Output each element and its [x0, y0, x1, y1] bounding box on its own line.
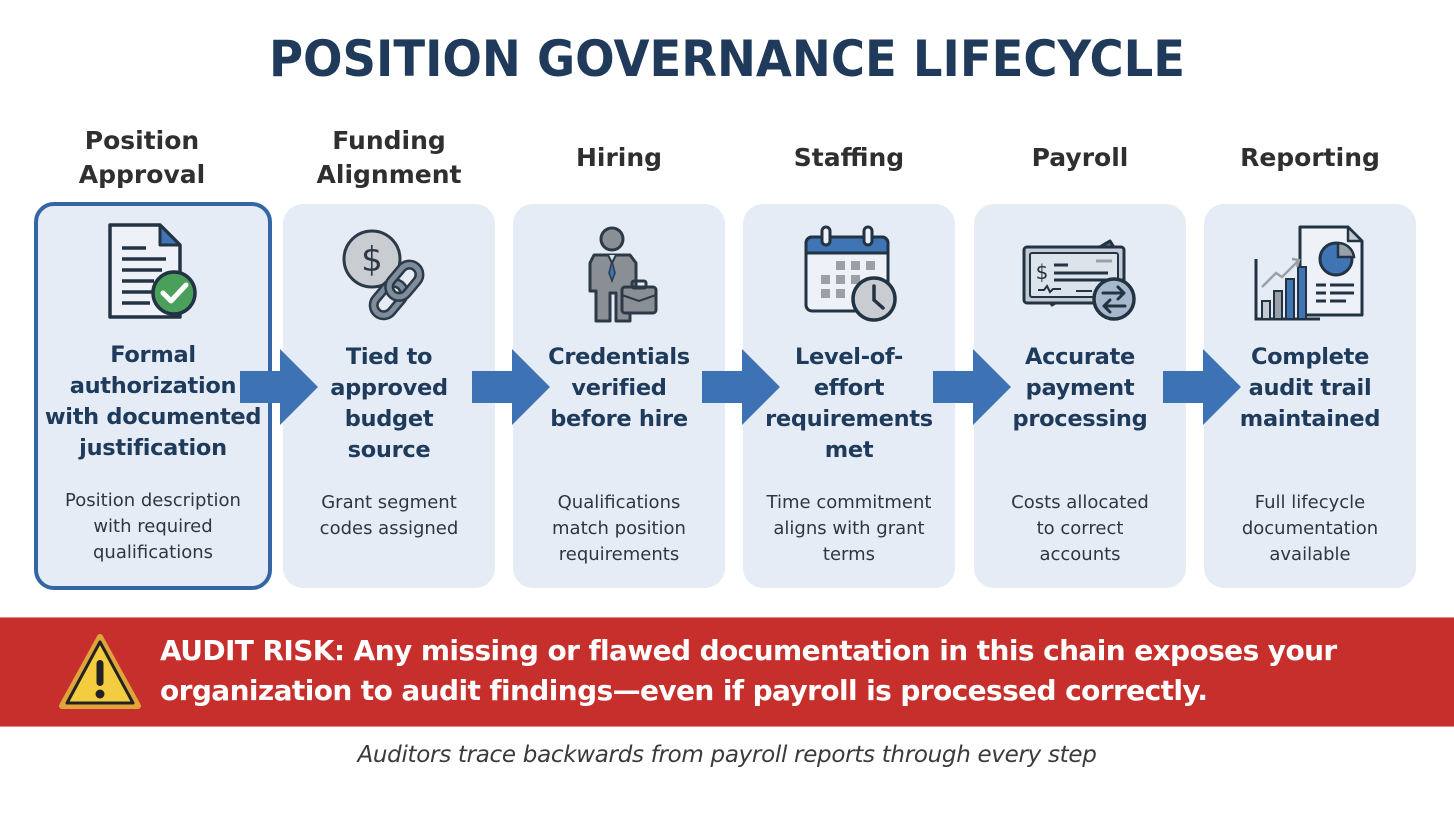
audit-risk-text: AUDIT RISK: Any missing or flawed docume…: [160, 634, 1337, 707]
step-label-funding-alignment: Funding Alignment: [316, 126, 462, 189]
step-headline: Accurate payment processing: [1012, 344, 1148, 432]
audit-risk-banner: AUDIT RISK: Any missing or flawed docume…: [0, 617, 1454, 727]
footnote: Auditors trace backwards from payroll re…: [357, 742, 1097, 768]
flow-arrow-icon: [1163, 349, 1241, 425]
flow-arrow-icon: [933, 349, 1011, 425]
flow-arrow-icon: [472, 349, 550, 425]
step-headline: Formal authorization with documented jus…: [44, 342, 262, 461]
step-detail: Costs allocated to correct accounts: [1011, 492, 1149, 565]
warning-triangle-icon: [59, 634, 141, 709]
step-label-hiring: Hiring: [575, 143, 663, 172]
page-title: POSITION GOVERNANCE LIFECYCLE: [268, 30, 1186, 88]
step-detail: Grant segment codes assigned: [319, 492, 459, 539]
step-card-reporting: Complete audit trail maintained Full lif…: [1204, 204, 1416, 588]
report-chart-icon: [1250, 220, 1370, 332]
svg-text:$: $: [361, 240, 383, 280]
step-headline: Tied to approved budget source: [330, 344, 448, 463]
dollar-chain-link-icon: $: [329, 220, 449, 332]
step-detail: Full lifecycle documentation available: [1241, 492, 1379, 565]
step-label-staffing: Staffing: [793, 143, 905, 172]
calendar-clock-icon: [789, 220, 909, 332]
step-detail: Time commitment aligns with grant terms: [766, 492, 932, 565]
check-exchange-icon: $: [1020, 220, 1140, 332]
step-headline: Level-of- effort requirements met: [765, 344, 933, 463]
svg-text:$: $: [1036, 260, 1049, 284]
flow-arrow-icon: [240, 349, 318, 425]
step-label-payroll: Payroll: [1031, 143, 1129, 172]
step-label-position-approval: Position Approval: [78, 126, 206, 189]
step-card-position-approval: Formal authorization with documented jus…: [34, 202, 272, 590]
businessman-briefcase-icon: [559, 220, 679, 332]
step-headline: Credentials verified before hire: [548, 344, 690, 432]
step-card-hiring: Credentials verified before hire Qualifi…: [513, 204, 725, 588]
document-check-icon: [93, 218, 213, 330]
step-detail: Position description with required quali…: [65, 490, 241, 563]
step-detail: Qualifications match position requiremen…: [552, 492, 686, 565]
step-headline: Complete audit trail maintained: [1239, 344, 1381, 432]
step-label-reporting: Reporting: [1240, 143, 1380, 172]
flow-arrow-icon: [702, 349, 780, 425]
step-card-staffing: Level-of- effort requirements met Time c…: [743, 204, 955, 588]
step-card-payroll: $ Accurate payment processing Costs allo…: [974, 204, 1186, 588]
step-card-funding-alignment: $ Tied to approved budget source Grant s…: [283, 204, 495, 588]
